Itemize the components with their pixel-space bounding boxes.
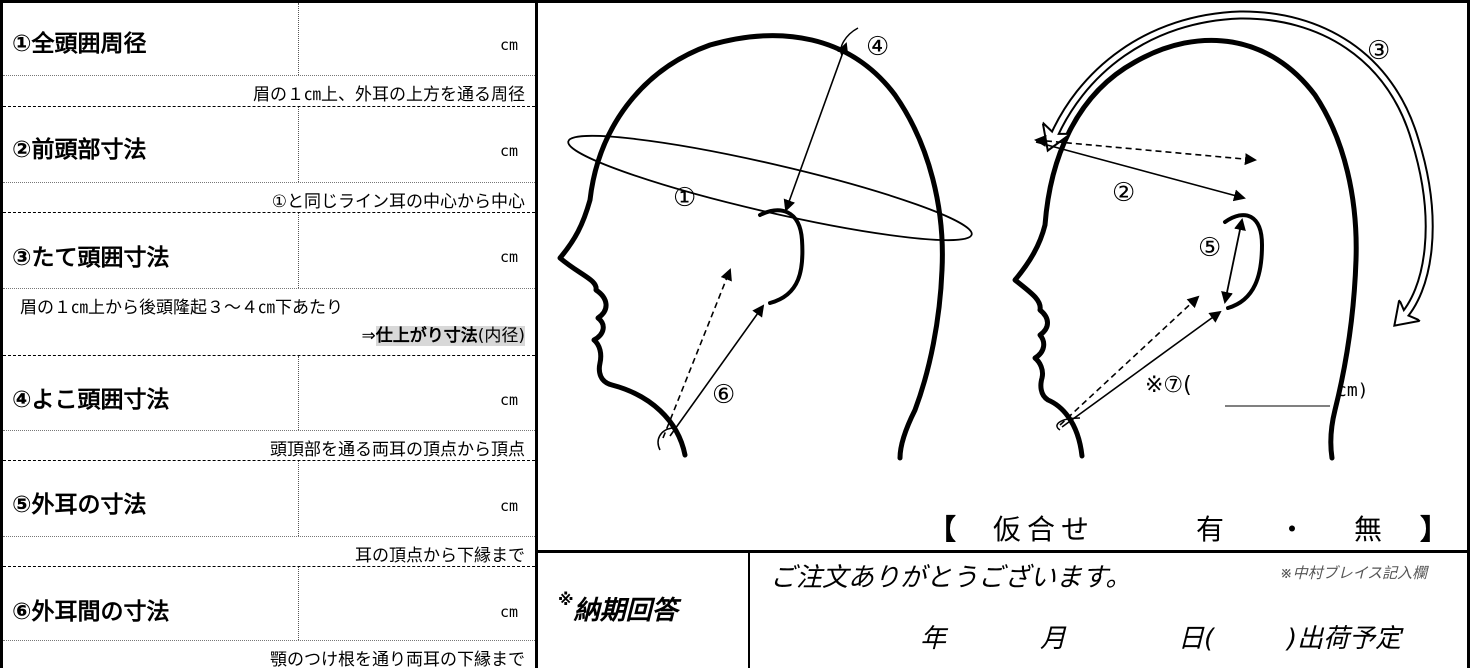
row-label: ①全頭囲周径 (12, 31, 147, 57)
row-description: ①と同じライン耳の中心から中心 (271, 192, 525, 212)
fitting-label: 仮合せ (993, 513, 1096, 546)
row-description: 眉の１㎝上から後頭隆起３～４㎝下あたり (20, 298, 343, 318)
year-field[interactable]: 年 (920, 624, 947, 654)
left-head-figure (557, 27, 973, 461)
row-separator (3, 106, 535, 107)
finished-size-highlight: 仕上がり寸法(内径) (375, 326, 525, 346)
marker-3: ③ (1367, 36, 1391, 66)
arrow-6-dashed (662, 268, 732, 439)
delivery-label: ※納期回答 (558, 590, 678, 627)
marker-7-unit: cm) (1336, 380, 1369, 401)
row-separator (3, 460, 535, 461)
inner-diameter-label: (内径) (477, 326, 525, 346)
delivery-top-border (535, 550, 1470, 553)
fitting-yes-option[interactable]: 有 (1196, 513, 1225, 546)
value-input[interactable] (298, 461, 535, 536)
row-separator (3, 212, 535, 213)
row-description-result: ⇒仕上がり寸法(内径) (361, 321, 525, 346)
unit-label: cm (500, 248, 519, 266)
marker-7-label: ※⑦( (1145, 373, 1192, 398)
value-input[interactable] (298, 213, 535, 288)
row-description: 頭頂部を通る両耳の頂点から頂点 (270, 440, 525, 460)
ship-label: )出荷予定 (1287, 624, 1402, 654)
row-divider (3, 75, 535, 76)
unit-label: cm (500, 497, 519, 515)
delivery-label-mark: ※ (558, 590, 574, 609)
right-ear-outline (1223, 213, 1265, 310)
day-field[interactable]: 日( (1178, 624, 1215, 654)
unit-label: cm (500, 36, 519, 54)
row-separator (3, 566, 535, 567)
row-label: ⑥外耳間の寸法 (12, 599, 170, 625)
unit-label: cm (500, 142, 519, 160)
unit-label: cm (500, 391, 519, 409)
delivery-divider (748, 550, 750, 668)
row-divider (3, 536, 535, 537)
month-field[interactable]: 月 (1040, 624, 1067, 654)
arrow-7-dashed (1059, 295, 1200, 426)
fitting-separator: ・ (1278, 513, 1307, 546)
delivery-label-text: 納期回答 (573, 596, 678, 626)
row-separator (3, 355, 535, 356)
row-description: 眉の１㎝上、外耳の上方を通る周径 (253, 85, 525, 105)
row-divider (3, 288, 535, 289)
left-ear-outline (758, 208, 805, 305)
value-input[interactable] (298, 107, 535, 182)
arrow-7-solid (1061, 310, 1222, 428)
thanks-text: ご注文ありがとうございます。 (770, 563, 1132, 593)
arrow-2-dashed (1034, 134, 1257, 166)
arrow-2-solid (1035, 141, 1246, 202)
table-divider (535, 0, 538, 668)
arrow-prefix: ⇒ (361, 326, 376, 346)
left-circumference-ellipse (567, 134, 973, 242)
row-label: ③たて頭囲寸法 (12, 245, 170, 271)
marker-4: ④ (866, 32, 890, 62)
row-divider (3, 640, 535, 641)
value-input[interactable] (298, 3, 535, 75)
left-head-outline (557, 33, 945, 461)
unit-label: cm (500, 603, 519, 621)
row-description: 顎のつけ根を通り両耳の下縁まで (270, 650, 525, 670)
fitting-open-bracket: 【 (928, 513, 957, 546)
finished-size-label: 仕上がり寸法 (375, 326, 478, 346)
left-table-border (0, 0, 3, 668)
row-label: ②前頭部寸法 (12, 137, 147, 163)
arrow-3-inner (1047, 12, 1432, 322)
row-divider (3, 430, 535, 431)
marker-2: ② (1112, 178, 1136, 208)
nakamura-note: ※中村ブレイス記入欄 (1280, 564, 1428, 582)
row-description: 耳の頂点から下縁まで (355, 546, 525, 566)
arrow-6-solid (669, 304, 765, 437)
value-input[interactable] (298, 356, 535, 430)
top-border (0, 0, 1470, 3)
jaw-ellipse (657, 427, 673, 451)
marker-1: ① (673, 183, 697, 213)
fitting-close-bracket: 】 (1420, 513, 1449, 546)
value-input[interactable] (298, 567, 535, 640)
arrow-5 (1221, 218, 1246, 304)
right-border (1467, 0, 1470, 668)
row-label: ⑤外耳の寸法 (12, 492, 147, 518)
right-head-figure (1012, 10, 1434, 461)
row-label: ④よこ頭囲寸法 (12, 387, 170, 413)
arrow-4 (783, 42, 849, 212)
marker-5: ⑤ (1198, 233, 1222, 263)
row-divider (3, 182, 535, 183)
marker-6: ⑥ (712, 380, 736, 410)
fitting-no-option[interactable]: 無 (1354, 513, 1383, 546)
